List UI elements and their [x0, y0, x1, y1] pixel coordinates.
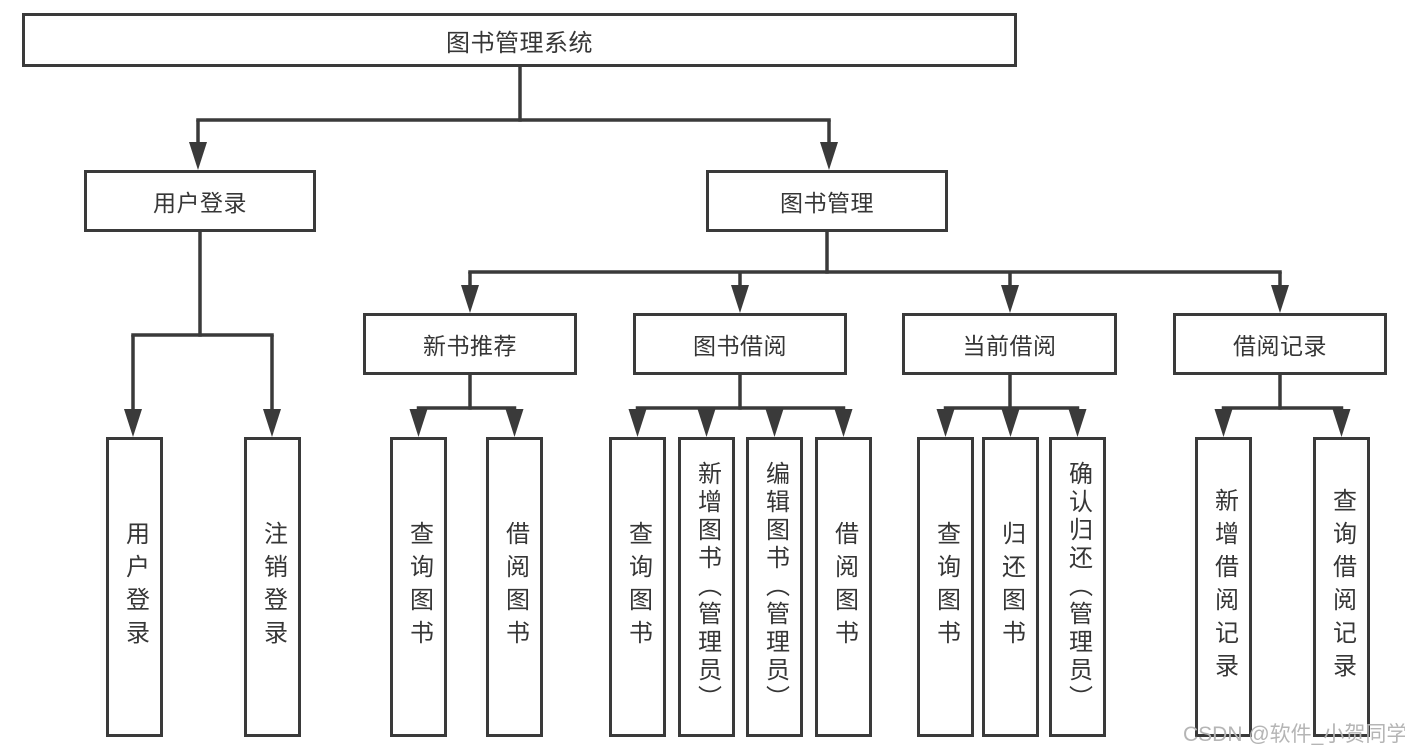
- arrow-down-head: [936, 409, 955, 437]
- arrow-down-head: [124, 409, 142, 437]
- node-book-management: 图书管理: [706, 170, 948, 232]
- leaf-label: 注销登录: [259, 521, 287, 653]
- arrow-down-head: [461, 285, 479, 313]
- connector-records-to-leaves: [1214, 373, 1351, 437]
- leaf-user-login: 用户登录: [106, 437, 163, 737]
- arrow-down-head: [189, 142, 207, 170]
- connector-current-to-leaves: [936, 373, 1087, 437]
- leaf-cb-query-books: 查询图书: [917, 437, 974, 737]
- connector-borrowing-to-leaves: [628, 373, 853, 437]
- arrow-down-head: [765, 409, 784, 437]
- leaf-bb-borrow-books: 借阅图书: [815, 437, 872, 737]
- connector-root-to-level2: [189, 66, 838, 170]
- csdn-watermark: CSDN @软件_小贺同学: [1183, 723, 1405, 746]
- leaf-label: 查询图书: [405, 521, 433, 653]
- connector-newbook-to-leaves: [409, 373, 524, 437]
- node-new-book-recommendation: 新书推荐: [363, 313, 577, 375]
- arrow-down-head: [1214, 409, 1233, 437]
- leaf-label: 新增图书（管理员）: [693, 461, 721, 713]
- connector-userlogin-to-leaves: [124, 229, 281, 437]
- arrow-down-head: [834, 409, 853, 437]
- node-book-borrowing: 图书借阅: [633, 313, 847, 375]
- leaf-label: 编辑图书（管理员）: [761, 461, 789, 713]
- leaf-cb-return-books: 归还图书: [982, 437, 1039, 737]
- arrow-down-head: [1271, 285, 1289, 313]
- arrow-down-head: [409, 409, 428, 437]
- leaf-label: 查询图书: [624, 521, 652, 653]
- leaf-label: 用户登录: [121, 521, 149, 653]
- node-user-login: 用户登录: [84, 170, 316, 232]
- arrow-down-head: [697, 409, 716, 437]
- leaf-logout: 注销登录: [244, 437, 301, 737]
- leaf-bb-edit-book-admin: 编辑图书（管理员）: [746, 437, 803, 737]
- leaf-br-query-record: 查询借阅记录: [1313, 437, 1370, 737]
- connector-bookmgmt-to-level3: [461, 229, 1289, 313]
- leaf-br-add-record: 新增借阅记录: [1195, 437, 1252, 737]
- arrow-down-head: [1001, 285, 1019, 313]
- arrow-down-head: [820, 142, 838, 170]
- node-current-borrowing: 当前借阅: [902, 313, 1117, 375]
- leaf-label: 确认归还（管理员）: [1064, 461, 1092, 713]
- leaf-label: 借阅图书: [830, 521, 858, 653]
- arrow-down-head: [1332, 409, 1351, 437]
- leaf-label: 新增借阅记录: [1210, 488, 1238, 686]
- leaf-bb-add-book-admin: 新增图书（管理员）: [678, 437, 735, 737]
- leaf-cb-confirm-return-admin: 确认归还（管理员）: [1049, 437, 1106, 737]
- node-root-library-system: 图书管理系统: [22, 13, 1017, 67]
- leaf-nbr-query-books: 查询图书: [390, 437, 447, 737]
- leaf-label: 借阅图书: [501, 521, 529, 653]
- leaf-label: 查询图书: [932, 521, 960, 653]
- leaf-label: 查询借阅记录: [1328, 488, 1356, 686]
- arrow-down-head: [1001, 409, 1020, 437]
- leaf-bb-query-books: 查询图书: [609, 437, 666, 737]
- node-borrowing-records: 借阅记录: [1173, 313, 1387, 375]
- arrow-down-head: [505, 409, 524, 437]
- arrow-down-head: [731, 285, 749, 313]
- arrow-down-head: [628, 409, 647, 437]
- arrow-down-head: [1068, 409, 1087, 437]
- arrow-down-head: [263, 409, 281, 437]
- leaf-nbr-borrow-books: 借阅图书: [486, 437, 543, 737]
- leaf-label: 归还图书: [997, 521, 1025, 653]
